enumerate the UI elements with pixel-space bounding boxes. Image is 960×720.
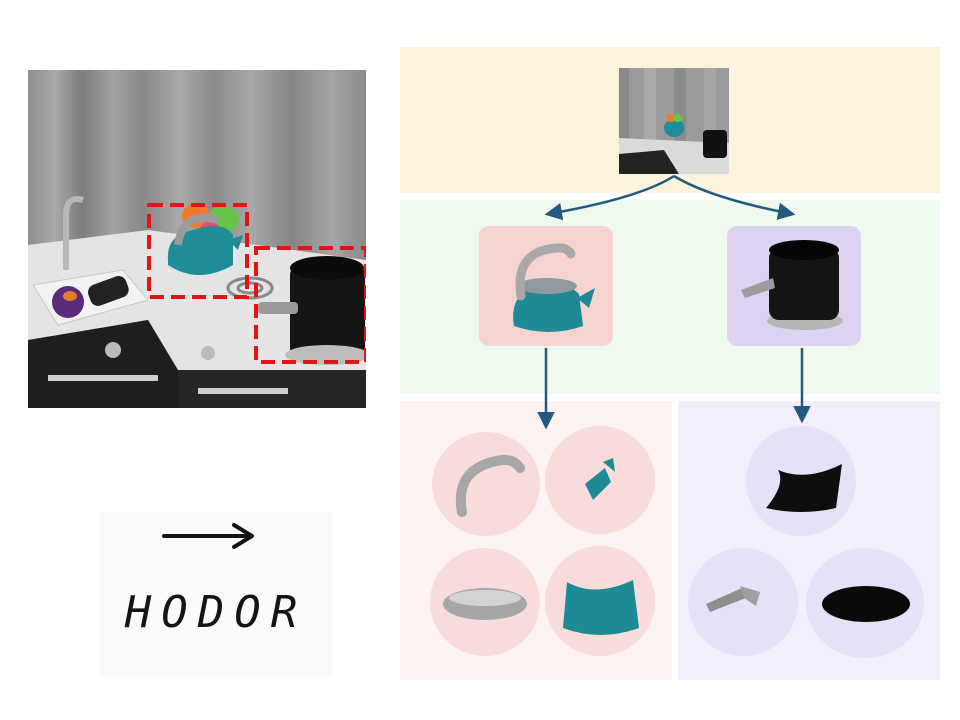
kettle-part-body	[545, 546, 655, 656]
lid-icon	[443, 588, 527, 620]
method-box: HODOR	[100, 512, 332, 677]
pot-part-handle	[688, 548, 798, 656]
kettle-part-spout	[545, 426, 655, 534]
scene-thumbnail	[619, 68, 729, 174]
handle-icon	[455, 454, 525, 517]
right-arrow-icon	[162, 523, 254, 549]
pot-icon	[741, 240, 843, 330]
body-icon	[766, 464, 842, 512]
kettle-part-lid	[430, 548, 540, 656]
handle-icon	[706, 586, 760, 612]
kettle-part-handle	[432, 432, 540, 536]
lid-icon	[822, 586, 910, 622]
kettle-icon	[513, 243, 595, 332]
kettle-object-tile	[479, 226, 613, 346]
spout-icon	[585, 458, 615, 500]
pot-object-tile	[727, 226, 861, 346]
body-icon	[563, 580, 639, 635]
scene-photo	[28, 70, 366, 408]
pot-part-lid	[806, 548, 924, 658]
method-name: HODOR	[124, 587, 308, 638]
pot-part-body	[746, 426, 856, 536]
